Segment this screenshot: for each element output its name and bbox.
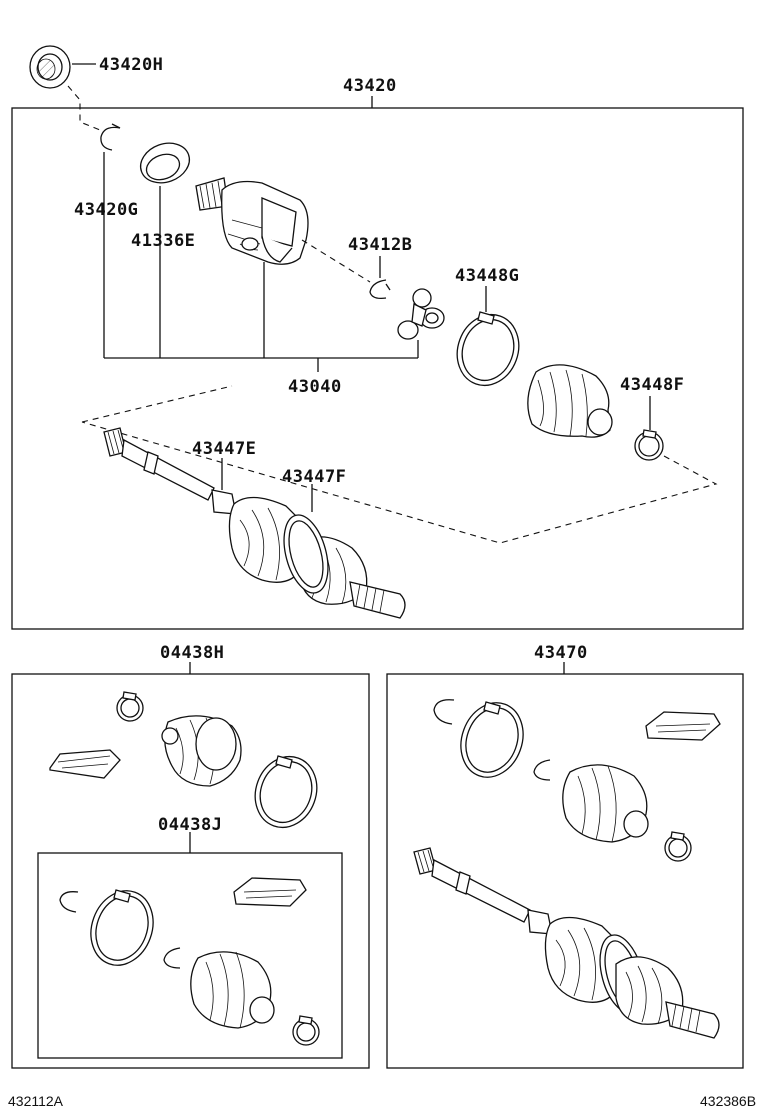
- label-43447E[interactable]: 43447E: [192, 439, 256, 459]
- label-43447F[interactable]: 43447F: [282, 467, 346, 487]
- label-43470[interactable]: 43470: [534, 643, 588, 663]
- label-43420H[interactable]: 43420H: [99, 55, 163, 75]
- tripod-joint[interactable]: [397, 288, 445, 340]
- label-04438J[interactable]: 04438J: [158, 815, 222, 835]
- assembly-box-43420: [11, 107, 744, 630]
- seal-43420H[interactable]: [29, 45, 71, 89]
- label-43420[interactable]: 43420: [343, 76, 397, 96]
- dashed-region-outline: [81, 385, 718, 544]
- clamp-43447F[interactable]: [276, 510, 335, 598]
- snap-ring-43412B[interactable]: [369, 279, 387, 300]
- kit-04438H-parts[interactable]: [49, 691, 327, 836]
- label-04438H[interactable]: 04438H: [160, 643, 224, 663]
- kit-43470-parts[interactable]: [413, 694, 721, 1039]
- clamp-band-43448G[interactable]: [447, 306, 528, 394]
- assembly-box-43470: [386, 673, 744, 1069]
- clamp-43448F[interactable]: [634, 429, 664, 461]
- label-43448F[interactable]: 43448F: [620, 375, 684, 395]
- kit-04438J-parts[interactable]: [59, 877, 320, 1046]
- ring-41336E[interactable]: [135, 137, 195, 190]
- label-43448G[interactable]: 43448G: [455, 266, 519, 286]
- label-43412B[interactable]: 43412B: [348, 235, 412, 255]
- boot-inboard[interactable]: [527, 364, 613, 438]
- footer-code-left: 432112A: [8, 1093, 64, 1109]
- snap-ring-43420G[interactable]: [100, 126, 121, 151]
- inboard-joint-housing[interactable]: [195, 177, 309, 265]
- label-43420G[interactable]: 43420G: [74, 200, 138, 220]
- label-41336E[interactable]: 41336E: [131, 231, 195, 251]
- dashed-axis-upper: [301, 239, 371, 283]
- footer-code-right: 432386B: [700, 1093, 756, 1109]
- label-43040[interactable]: 43040: [288, 377, 342, 397]
